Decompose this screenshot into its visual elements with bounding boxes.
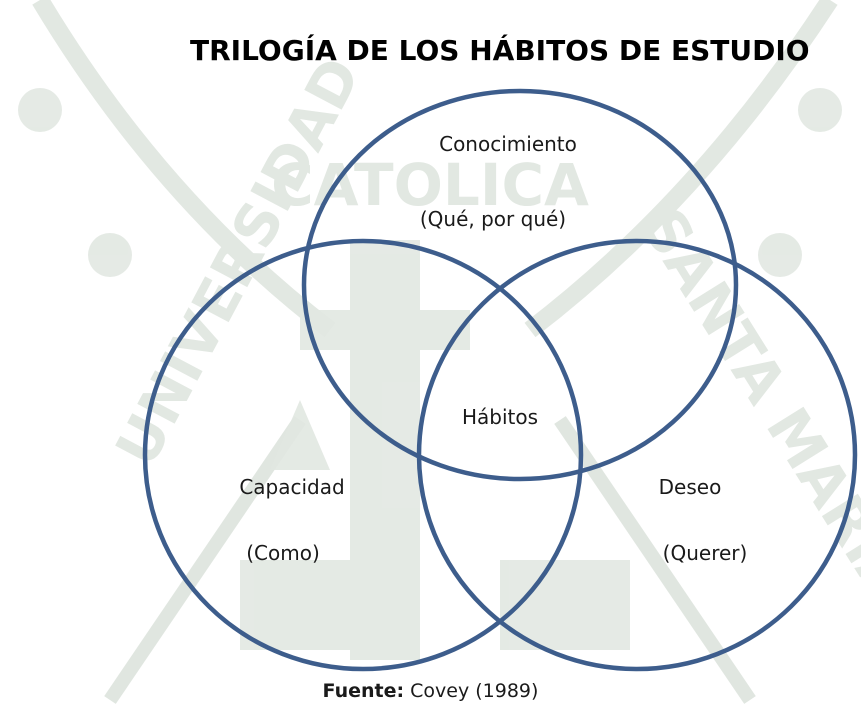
source-caption: Fuente: Covey (1989) — [0, 680, 861, 702]
diagram-title: TRILOGÍA DE LOS HÁBITOS DE ESTUDIO — [190, 34, 810, 67]
label-capacidad: Capacidad — [239, 475, 345, 499]
label-deseo: Deseo — [658, 475, 722, 499]
circle-deseo — [416, 238, 858, 672]
watermark-star — [270, 400, 330, 470]
source-text: Covey (1989) — [410, 680, 539, 702]
circle-capacidad — [142, 238, 584, 672]
watermark-book-left — [240, 560, 370, 650]
source-prefix: Fuente: — [322, 680, 405, 702]
sublabel-capacidad: (Como) — [246, 541, 320, 565]
sublabel-conocimiento: (Qué, por qué) — [419, 207, 567, 231]
label-habitos: Hábitos — [461, 405, 539, 429]
sublabel-deseo: (Querer) — [662, 541, 748, 565]
circle-conocimiento — [301, 88, 739, 482]
label-conocimiento: Conocimiento — [439, 132, 577, 156]
